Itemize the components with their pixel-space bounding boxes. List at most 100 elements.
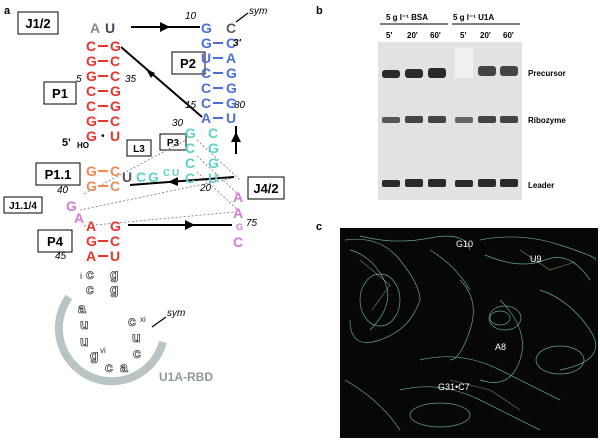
svg-text:u: u bbox=[132, 329, 141, 345]
bp-bars-p1 bbox=[98, 45, 108, 122]
position-numbers: 10 5 35 15 80 30 40 20 75 45 bbox=[55, 11, 258, 262]
gel-bands bbox=[382, 66, 518, 187]
svg-text:20': 20' bbox=[407, 31, 418, 40]
panel-a-label: a bbox=[4, 5, 11, 17]
svg-text:P1.1: P1.1 bbox=[45, 167, 72, 182]
residue-labels: G10 U9 A8 G31•C7 bbox=[438, 239, 542, 392]
box-j42: J4/2 bbox=[247, 176, 285, 200]
box-p4: P4 bbox=[37, 229, 73, 253]
three-prime-end: 3' bbox=[233, 38, 242, 49]
sym-top: sym bbox=[235, 6, 267, 23]
svg-text:U: U bbox=[208, 170, 218, 186]
nt-j114: G A bbox=[66, 198, 84, 226]
svg-text:80: 80 bbox=[234, 100, 246, 111]
svg-text:A: A bbox=[233, 189, 243, 205]
svg-text:A: A bbox=[201, 110, 211, 126]
svg-text:C: C bbox=[110, 53, 120, 69]
svg-text:G: G bbox=[86, 163, 97, 179]
svg-text:C: C bbox=[185, 140, 195, 156]
bp-bars-p4 bbox=[98, 240, 108, 257]
svg-text:U: U bbox=[122, 169, 132, 185]
svg-text:G: G bbox=[86, 128, 97, 144]
svg-text:HO: HO bbox=[77, 141, 89, 150]
svg-text:5': 5' bbox=[62, 137, 71, 149]
condition-u1a: 5 g l⁻¹ U1A bbox=[453, 13, 494, 22]
svg-text:C: C bbox=[163, 168, 170, 179]
box-p1: P1 bbox=[43, 81, 77, 105]
svg-text:C: C bbox=[185, 170, 195, 186]
box-j114: J1.1/4 bbox=[3, 196, 43, 214]
svg-text:J1.1/4: J1.1/4 bbox=[9, 201, 37, 212]
svg-text:g: g bbox=[90, 347, 99, 363]
svg-text:U: U bbox=[172, 168, 179, 179]
svg-text:5: 5 bbox=[76, 74, 82, 85]
svg-text:u: u bbox=[80, 316, 89, 332]
box-j12: J1/2 bbox=[17, 11, 59, 35]
svg-text:30: 30 bbox=[172, 118, 184, 129]
nt-j12: A U bbox=[90, 20, 115, 36]
svg-text:•: • bbox=[101, 131, 105, 142]
svg-text:P4: P4 bbox=[47, 234, 64, 249]
svg-text:C: C bbox=[185, 155, 195, 171]
svg-text:c: c bbox=[86, 266, 94, 282]
band-labels: Precursor Ribozyme Leader bbox=[528, 69, 566, 190]
svg-text:G10: G10 bbox=[456, 239, 473, 249]
svg-text:G: G bbox=[86, 113, 97, 129]
svg-text:C: C bbox=[110, 233, 120, 249]
svg-text:A: A bbox=[86, 248, 96, 264]
svg-text:C: C bbox=[201, 65, 211, 81]
svg-text:A: A bbox=[86, 218, 96, 234]
svg-text:G: G bbox=[208, 155, 219, 171]
svg-text:20: 20 bbox=[199, 183, 212, 194]
svg-text:C: C bbox=[86, 38, 96, 54]
svg-text:u: u bbox=[80, 333, 89, 349]
svg-text:C: C bbox=[201, 80, 211, 96]
panel-c-label: c bbox=[316, 221, 322, 233]
svg-text:G: G bbox=[201, 35, 212, 51]
svg-text:C: C bbox=[110, 163, 120, 179]
svg-text:sym: sym bbox=[167, 308, 185, 319]
svg-text:G: G bbox=[86, 178, 97, 194]
svg-text:a: a bbox=[120, 359, 128, 375]
svg-text:g: g bbox=[110, 281, 119, 297]
svg-text:A: A bbox=[233, 205, 243, 221]
svg-text:i: i bbox=[80, 271, 82, 281]
time-labels: 5' 20' 60' 5' 20' 60' bbox=[386, 31, 514, 40]
svg-text:vi: vi bbox=[100, 346, 106, 355]
bp-bars-p11 bbox=[98, 170, 108, 187]
panel-b: b 5 g l⁻¹ BSA 5 g l⁻¹ U1A 5' 20' 60' 5' … bbox=[316, 5, 566, 200]
svg-text:75: 75 bbox=[246, 218, 258, 229]
svg-text:20': 20' bbox=[480, 31, 491, 40]
hairpin-loop: a u u g c a c u c bbox=[78, 300, 142, 376]
svg-text:5': 5' bbox=[460, 31, 466, 40]
svg-text:C: C bbox=[86, 98, 96, 114]
svg-text:P1: P1 bbox=[52, 86, 68, 101]
nt-j42: A A G C bbox=[233, 189, 243, 250]
svg-text:C: C bbox=[201, 95, 211, 111]
svg-text:c: c bbox=[133, 345, 141, 361]
svg-text:C: C bbox=[226, 35, 236, 51]
svg-text:C: C bbox=[226, 20, 236, 36]
svg-text:U9: U9 bbox=[530, 254, 542, 264]
svg-text:60': 60' bbox=[430, 31, 441, 40]
svg-text:G: G bbox=[208, 140, 219, 156]
svg-text:G: G bbox=[110, 38, 121, 54]
svg-text:60': 60' bbox=[503, 31, 514, 40]
dotted-interactions bbox=[79, 139, 241, 227]
svg-text:G: G bbox=[185, 125, 196, 141]
svg-text:C: C bbox=[86, 83, 96, 99]
svg-text:a: a bbox=[78, 300, 86, 316]
bp-bars-p2 bbox=[213, 42, 223, 119]
svg-text:J4/2: J4/2 bbox=[253, 181, 278, 196]
svg-text:Ribozyme: Ribozyme bbox=[528, 116, 566, 125]
panel-b-label: b bbox=[316, 5, 323, 17]
svg-text:G: G bbox=[66, 198, 77, 214]
svg-text:Leader: Leader bbox=[528, 181, 554, 190]
svg-text:U: U bbox=[226, 110, 236, 126]
box-p2: P2 bbox=[171, 51, 206, 75]
